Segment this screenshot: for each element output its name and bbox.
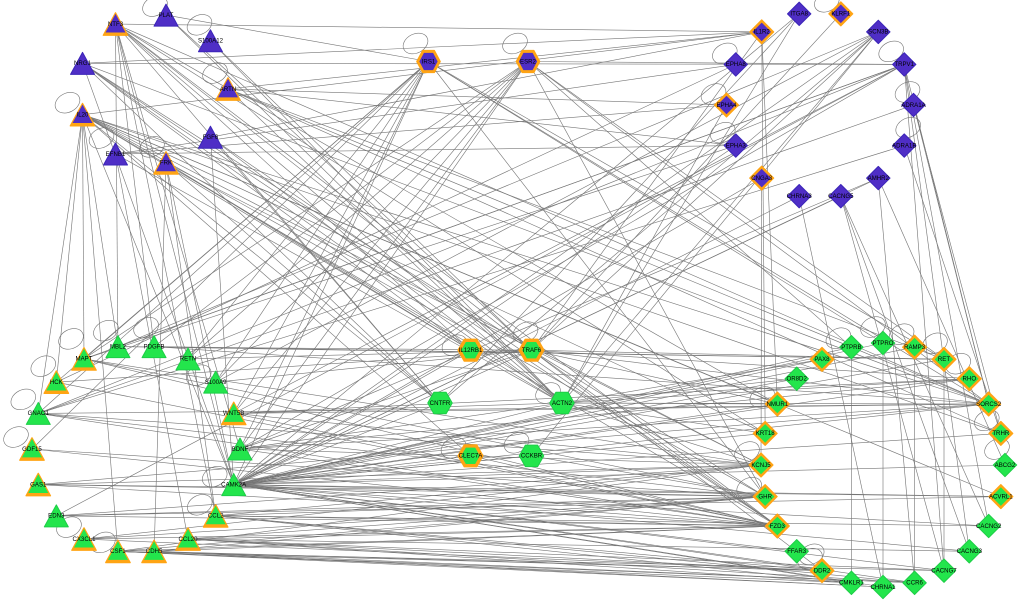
svg-text:PTPRO: PTPRO (873, 340, 894, 347)
svg-text:ADRA1B: ADRA1B (892, 142, 916, 149)
svg-text:CMKLR1: CMKLR1 (839, 580, 864, 587)
svg-text:WNT5B: WNT5B (223, 410, 244, 417)
svg-text:GDF15: GDF15 (22, 446, 42, 453)
svg-text:CAMK2A: CAMK2A (221, 481, 247, 488)
svg-text:EFNB1: EFNB1 (106, 151, 126, 158)
svg-text:HCK: HCK (50, 379, 63, 386)
svg-text:CCL20: CCL20 (179, 536, 199, 543)
svg-text:ABCG2: ABCG2 (995, 462, 1016, 469)
svg-text:ACVRL1: ACVRL1 (989, 493, 1013, 500)
svg-text:ITGA8: ITGA8 (790, 11, 808, 18)
svg-text:EPHA4: EPHA4 (717, 102, 738, 109)
svg-text:EDN3: EDN3 (48, 513, 65, 520)
svg-text:CCKBR: CCKBR (521, 453, 543, 460)
svg-text:GNAO1: GNAO1 (28, 410, 50, 417)
svg-text:PAX8: PAX8 (814, 356, 830, 363)
svg-text:RET: RET (938, 356, 950, 363)
svg-text:FRK: FRK (160, 160, 172, 167)
svg-text:IL12RB1: IL12RB1 (459, 347, 483, 354)
svg-text:CACNG2: CACNG2 (976, 523, 1002, 530)
svg-text:SORCS2: SORCS2 (976, 401, 1002, 408)
svg-text:PLAT: PLAT (159, 12, 174, 19)
svg-text:BDNF: BDNF (232, 446, 249, 453)
svg-text:MBL2: MBL2 (110, 343, 127, 350)
svg-text:CACNG5: CACNG5 (828, 193, 854, 200)
svg-text:NTF3: NTF3 (108, 21, 124, 28)
svg-text:FGF6: FGF6 (203, 134, 219, 141)
svg-text:CCL2: CCL2 (208, 513, 224, 520)
svg-text:PDGFB: PDGFB (144, 343, 165, 350)
svg-text:CHRNA3: CHRNA3 (787, 193, 813, 200)
svg-text:ARTN: ARTN (220, 86, 236, 93)
svg-text:CLEC7A: CLEC7A (459, 453, 484, 460)
svg-text:ADRA1A: ADRA1A (901, 102, 926, 109)
svg-text:CACNG7: CACNG7 (931, 568, 957, 575)
svg-text:KRT18: KRT18 (756, 430, 775, 437)
svg-text:KCNJ5: KCNJ5 (751, 462, 771, 469)
svg-text:CSF1: CSF1 (110, 548, 126, 555)
svg-text:RAMP3: RAMP3 (904, 344, 926, 351)
svg-text:CNTFR: CNTFR (430, 400, 451, 407)
svg-text:GHR: GHR (758, 493, 772, 500)
svg-text:IL1R2: IL1R2 (754, 29, 771, 36)
svg-text:GAS1: GAS1 (30, 481, 47, 488)
svg-text:NMUR1: NMUR1 (766, 401, 788, 408)
svg-text:EPHA3: EPHA3 (726, 142, 747, 149)
svg-text:CDH5: CDH5 (146, 548, 163, 555)
svg-text:S100A9: S100A9 (205, 379, 227, 386)
svg-text:OR8D2: OR8D2 (787, 376, 808, 383)
svg-text:AMHR2: AMHR2 (868, 175, 890, 182)
svg-text:CNGA3: CNGA3 (751, 175, 773, 182)
svg-text:NRG1: NRG1 (74, 60, 92, 67)
svg-text:CACNG3: CACNG3 (957, 548, 983, 555)
svg-text:ESR2: ESR2 (520, 58, 537, 65)
svg-text:DDR2: DDR2 (814, 568, 831, 575)
svg-text:PTPRB: PTPRB (841, 344, 861, 351)
svg-text:S100A12: S100A12 (198, 38, 224, 45)
svg-text:IRS1: IRS1 (422, 58, 436, 65)
svg-text:CHRNA1: CHRNA1 (870, 584, 896, 591)
svg-text:TRPV1: TRPV1 (894, 61, 914, 68)
svg-text:SCN3B: SCN3B (868, 29, 888, 36)
svg-text:EPHA8: EPHA8 (726, 61, 747, 68)
svg-text:CX3CL1: CX3CL1 (72, 536, 96, 543)
svg-text:KLRF1: KLRF1 (831, 11, 851, 18)
svg-text:RHO: RHO (963, 376, 977, 383)
svg-text:TRAF6: TRAF6 (522, 347, 542, 354)
svg-text:MAPT: MAPT (76, 356, 93, 363)
svg-text:TRHR: TRHR (992, 430, 1010, 437)
svg-text:RETN: RETN (180, 356, 197, 363)
svg-text:IL20: IL20 (77, 112, 89, 119)
svg-text:CCR6: CCR6 (906, 580, 923, 587)
svg-text:FFAR3: FFAR3 (787, 548, 807, 555)
svg-text:ACTN2: ACTN2 (552, 400, 573, 407)
svg-text:FZD3: FZD3 (770, 523, 786, 530)
